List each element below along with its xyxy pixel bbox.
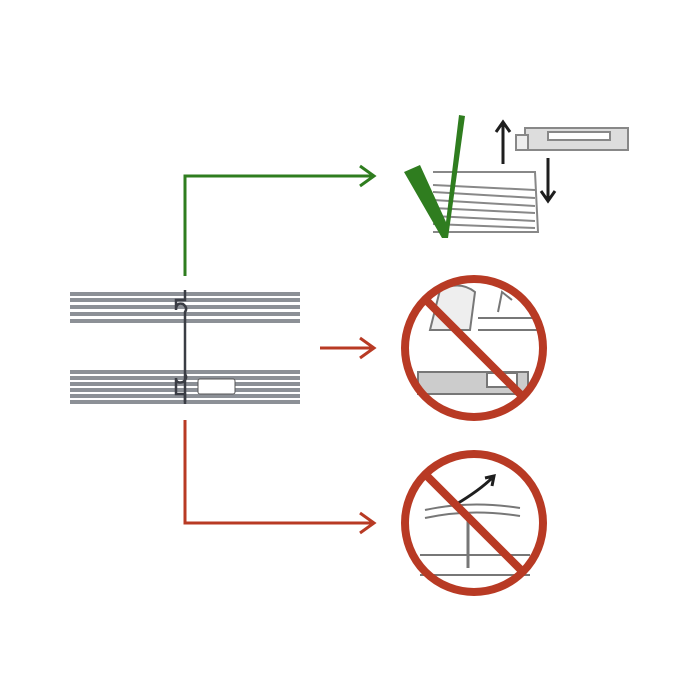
prohibited-icon <box>401 450 547 596</box>
clip-connector <box>174 290 188 404</box>
incorrect-panel-middle <box>401 275 547 421</box>
correct-arrow <box>183 164 377 276</box>
prohibited-icon <box>401 275 547 421</box>
incorrect-arrow-middle <box>320 336 377 360</box>
check-icon <box>404 115 465 238</box>
arrow-down-icon <box>539 158 557 204</box>
clip-slot <box>197 378 236 395</box>
board-illustration <box>432 127 629 233</box>
incorrect-panel-bottom <box>401 450 547 596</box>
arrow-up-icon <box>494 119 512 164</box>
correct-panel <box>404 115 629 238</box>
incorrect-arrow-bottom <box>183 420 377 535</box>
